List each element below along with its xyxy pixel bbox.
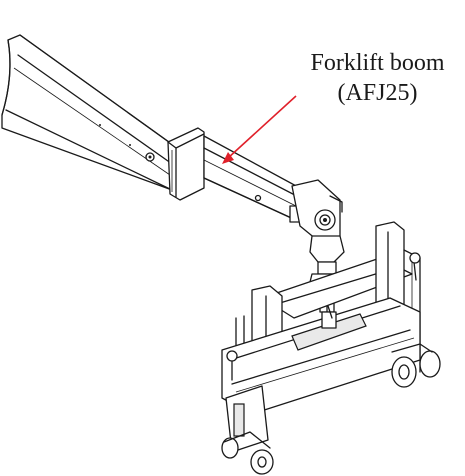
callout-line-1: Forklift boom — [310, 50, 445, 76]
callout-line-2: (AFJ25) — [337, 80, 418, 106]
lifting-clamp-frame — [221, 221, 421, 453]
clamp-wheels — [221, 343, 441, 475]
boom-tip-bracket — [291, 179, 343, 245]
boom-outer-section — [1, 34, 181, 191]
boom-collar — [167, 127, 205, 201]
callout-arrow — [222, 95, 297, 164]
boom-callout-label: Forklift boom (AFJ25) — [290, 48, 465, 108]
